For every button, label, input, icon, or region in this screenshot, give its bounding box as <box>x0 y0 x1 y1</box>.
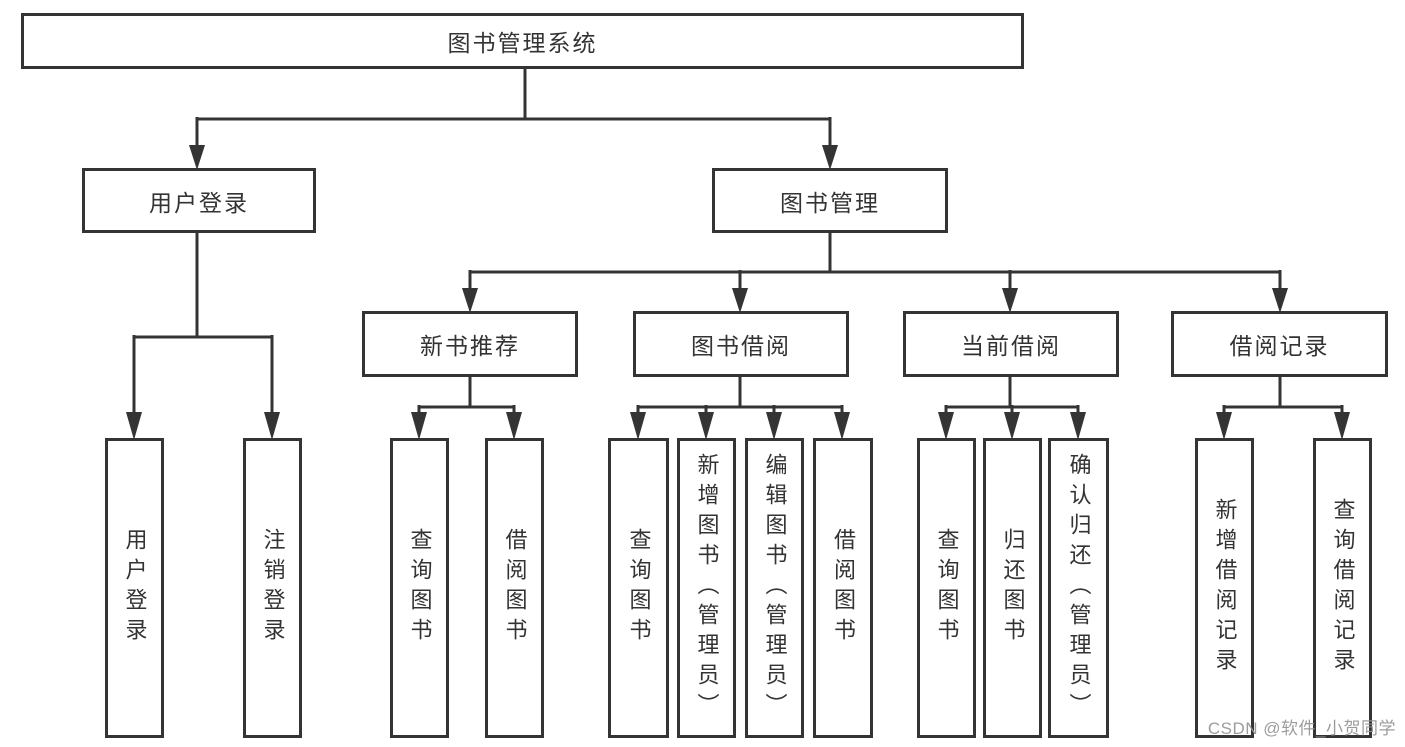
leaf-query-books-current-label: 查询图书 <box>934 528 960 648</box>
leaf-confirm-return-admin-label: 确认归还（管理员） <box>1066 453 1092 723</box>
leaf-query-books-recommend: 查询图书 <box>390 438 449 738</box>
leaf-query-borrow-record: 查询借阅记录 <box>1313 438 1372 738</box>
leaf-query-books-recommend-label: 查询图书 <box>407 528 433 648</box>
leaf-query-books-borrow: 查询图书 <box>608 438 669 738</box>
node-library-system: 图书管理系统 <box>21 13 1024 69</box>
node-book-management: 图书管理 <box>712 168 948 233</box>
leaf-query-books-borrow-label: 查询图书 <box>626 528 652 648</box>
leaf-add-borrow-record: 新增借阅记录 <box>1195 438 1254 738</box>
node-book-borrowing-label: 图书借阅 <box>691 333 791 359</box>
node-borrowing-records: 借阅记录 <box>1171 311 1388 377</box>
leaf-query-borrow-record-label: 查询借阅记录 <box>1330 498 1356 678</box>
node-new-book-recommendation: 新书推荐 <box>362 311 578 377</box>
node-borrowing-records-label: 借阅记录 <box>1229 333 1330 359</box>
node-current-borrowing: 当前借阅 <box>903 311 1119 377</box>
leaf-add-books-admin-label: 新增图书（管理员） <box>694 453 720 723</box>
node-library-system-label: 图书管理系统 <box>447 30 598 56</box>
leaf-confirm-return-admin: 确认归还（管理员） <box>1048 438 1109 738</box>
node-user-login-label: 用户登录 <box>149 189 249 216</box>
leaf-add-books-admin: 新增图书（管理员） <box>677 438 736 738</box>
node-new-book-recommendation-label: 新书推荐 <box>420 333 520 359</box>
leaf-borrow-books: 借阅图书 <box>813 438 873 738</box>
leaf-borrow-books-label: 借阅图书 <box>831 528 856 648</box>
node-book-management-label: 图书管理 <box>780 189 880 216</box>
leaf-return-books-label: 归还图书 <box>1000 528 1026 648</box>
leaf-edit-books-admin: 编辑图书（管理员） <box>745 438 804 738</box>
node-book-borrowing: 图书借阅 <box>633 311 849 377</box>
leaf-user-login: 用户登录 <box>105 438 164 738</box>
leaf-borrow-books-recommend-label: 借阅图书 <box>502 528 528 648</box>
leaf-logout-label: 注销登录 <box>260 528 286 648</box>
leaf-add-borrow-record-label: 新增借阅记录 <box>1212 498 1238 678</box>
leaf-query-books-current: 查询图书 <box>917 438 976 738</box>
csdn-watermark: CSDN @软件_小贺同学 <box>1207 719 1396 738</box>
leaf-edit-books-admin-label: 编辑图书（管理员） <box>762 453 788 723</box>
leaf-user-login-label: 用户登录 <box>122 528 148 648</box>
node-current-borrowing-label: 当前借阅 <box>961 333 1061 359</box>
leaf-logout: 注销登录 <box>243 438 302 738</box>
leaf-borrow-books-recommend: 借阅图书 <box>485 438 544 738</box>
leaf-return-books: 归还图书 <box>983 438 1042 738</box>
node-user-login: 用户登录 <box>82 168 316 233</box>
